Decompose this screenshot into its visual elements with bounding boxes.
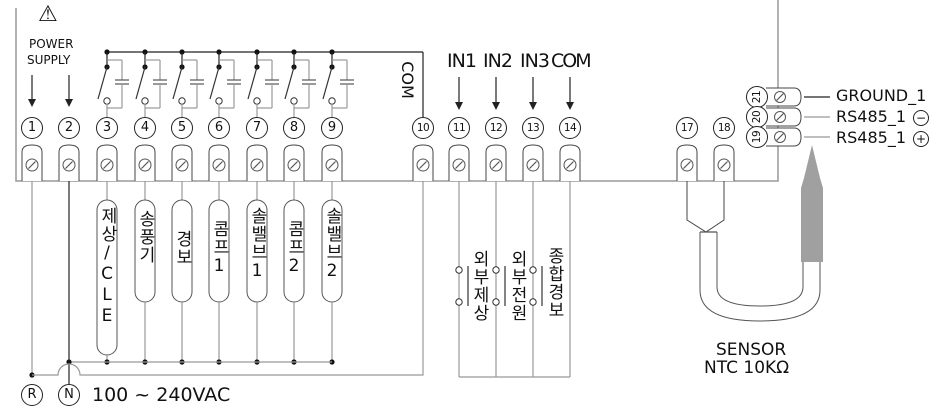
sensor-leads	[686, 181, 725, 233]
arrow-down-icon	[529, 102, 537, 110]
screw-slot	[683, 161, 691, 169]
contact-terminal	[529, 266, 537, 274]
rs485-plus-label: RS485_1	[836, 128, 906, 147]
sensor-label: SENSOR	[716, 340, 787, 360]
relay-switch	[284, 66, 295, 100]
input-label-in3: IN3	[520, 50, 550, 72]
ground-label: GROUND_1	[836, 86, 927, 105]
screw-slot	[720, 161, 728, 169]
terminal-number: 6	[208, 117, 230, 139]
screw-slot	[529, 161, 537, 169]
contact-terminal	[141, 97, 149, 105]
power-label-1: POWER	[29, 37, 74, 51]
relay-switch	[135, 66, 146, 100]
input-device-ext-defrost: 외부제상	[469, 250, 489, 322]
arrow-down-icon	[566, 102, 574, 110]
load-label-fan: 송풍기	[135, 210, 155, 264]
screw-slot	[566, 161, 574, 169]
voltage-label: 100 ~ 240VAC	[92, 384, 231, 406]
terminal-number: 17	[676, 117, 698, 139]
arrow-down-icon	[65, 99, 73, 107]
line-wire-return	[32, 181, 424, 376]
contact-terminal	[492, 266, 500, 274]
arrow-down-icon	[28, 99, 36, 107]
relay-com-label: COM	[397, 61, 417, 99]
screw-slot	[178, 161, 186, 169]
screw-slot	[65, 161, 73, 169]
load-label-sol2: 솔밸브2	[322, 207, 342, 282]
arrow-down-icon	[455, 102, 463, 110]
screw-slot	[776, 133, 784, 141]
relay-switch	[172, 66, 183, 100]
n-terminal-label: N	[58, 384, 80, 406]
terminal-number: 2	[58, 117, 80, 139]
screw-slot	[455, 161, 463, 169]
terminal-number: 3	[96, 117, 118, 139]
screw-slot	[103, 161, 111, 169]
relay-switch	[97, 66, 108, 100]
contact-terminal	[455, 266, 463, 274]
terminal-number: 4	[134, 117, 156, 139]
power-label-2: SUPPLY	[27, 53, 71, 67]
plus-sign-icon: +	[913, 131, 929, 147]
terminal-number: 9	[321, 117, 343, 139]
warning-triangle-icon: ⚠	[38, 2, 58, 27]
terminal-number: 12	[485, 117, 507, 139]
contact-terminal	[215, 97, 223, 105]
load-label-defrost: 제상/CLE	[97, 207, 117, 327]
contact-terminal	[492, 298, 500, 306]
contact-terminal	[328, 97, 336, 105]
terminal-number: 5	[171, 117, 193, 139]
terminal-number: 8	[283, 117, 305, 139]
terminal-number: 1	[21, 117, 43, 139]
relay-switch	[209, 66, 220, 100]
load-label-sol1: 솔밸브1	[247, 207, 267, 282]
terminal-number: 13	[522, 117, 544, 139]
input-label-in2: IN2	[483, 50, 513, 72]
rs485-minus-label: RS485_1	[836, 107, 906, 126]
screw-slot	[492, 161, 500, 169]
contact-terminal	[290, 97, 298, 105]
screw-slot	[141, 161, 149, 169]
screw-slot	[28, 161, 36, 169]
input-device-total-alarm: 종합경보	[544, 247, 564, 319]
relay-switch	[247, 66, 258, 100]
contact-terminal	[455, 298, 463, 306]
input-label-com: COM	[551, 50, 592, 72]
arrow-down-icon	[492, 102, 500, 110]
terminal-number: 18	[713, 117, 735, 139]
load-label-alarm: 경보	[172, 230, 192, 266]
screw-slot	[253, 161, 261, 169]
screw-slot	[290, 161, 298, 169]
screw-slot	[776, 93, 784, 101]
sensor-cable	[699, 232, 821, 322]
minus-sign-icon: −	[913, 110, 929, 126]
terminal-number: 14	[559, 117, 581, 139]
load-label-comp1: 콤프1	[209, 220, 229, 277]
input-device-ext-power: 외부전원	[507, 250, 527, 322]
sensor-type: NTC 10KΩ	[704, 358, 790, 378]
terminal-number: 10	[412, 117, 434, 139]
contact-terminal	[253, 97, 261, 105]
screw-slot	[215, 161, 223, 169]
screw-slot	[419, 161, 427, 169]
contact-terminal	[178, 97, 186, 105]
terminal-number: 19	[746, 126, 768, 148]
terminal-number: 11	[448, 117, 470, 139]
relay-switch	[322, 66, 333, 100]
r-terminal-label: R	[21, 384, 43, 406]
contact-terminal	[103, 97, 111, 105]
contact-terminal	[529, 298, 537, 306]
input-label-in1: IN1	[447, 50, 477, 72]
terminal-number: 20	[746, 106, 768, 128]
screw-slot	[328, 161, 336, 169]
sensor-probe	[801, 145, 823, 262]
terminal-number: 7	[246, 117, 268, 139]
load-label-comp2: 콤프2	[284, 220, 304, 277]
terminal-number: 21	[746, 86, 768, 108]
screw-slot	[776, 113, 784, 121]
